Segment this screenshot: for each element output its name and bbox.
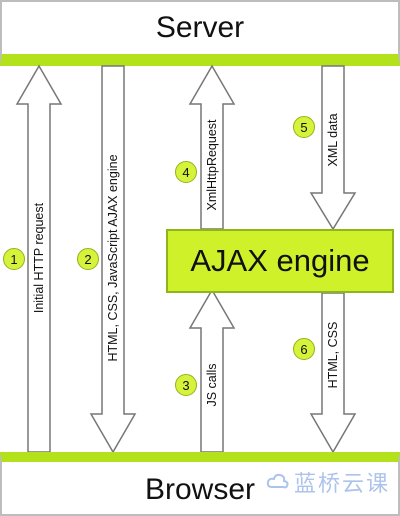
arrow-1 bbox=[15, 64, 63, 453]
step-badge-4: 4 bbox=[175, 161, 197, 183]
server-label: Server bbox=[155, 11, 245, 44]
watermark-text: 蓝桥云课 bbox=[293, 471, 390, 496]
server-box: Server bbox=[0, 0, 400, 66]
ajax-engine-label: AJAX engine bbox=[190, 243, 370, 278]
arrow-2-label: HTML, CSS, JavaScript AJAX engine bbox=[106, 154, 120, 362]
arrow-3-label: JS calls bbox=[205, 363, 219, 407]
step-badge-6: 6 bbox=[293, 338, 315, 360]
arrow-6-label: HTML, CSS bbox=[326, 321, 340, 389]
watermark: 蓝桥云课 bbox=[266, 466, 390, 498]
arrow-1-label: Initial HTTP request bbox=[32, 202, 46, 314]
arrow-3 bbox=[188, 288, 236, 453]
ajax-engine-box: AJAX engine bbox=[166, 229, 394, 293]
step-badge-1: 1 bbox=[3, 248, 25, 270]
arrow-5-label: XML data bbox=[326, 113, 340, 167]
step-badge-3: 3 bbox=[175, 374, 197, 396]
arrow-4 bbox=[188, 64, 236, 230]
arrow-4-label: XmlHttpRequest bbox=[205, 119, 219, 211]
step-badge-2: 2 bbox=[77, 248, 99, 270]
step-badge-5: 5 bbox=[293, 116, 315, 138]
arrow-6 bbox=[309, 292, 357, 454]
arrow-5 bbox=[309, 65, 357, 231]
cloud-logo-icon bbox=[266, 473, 289, 489]
arrow-2 bbox=[89, 65, 137, 454]
browser-box: Browser bbox=[0, 452, 400, 516]
browser-label: Browser bbox=[144, 473, 256, 506]
